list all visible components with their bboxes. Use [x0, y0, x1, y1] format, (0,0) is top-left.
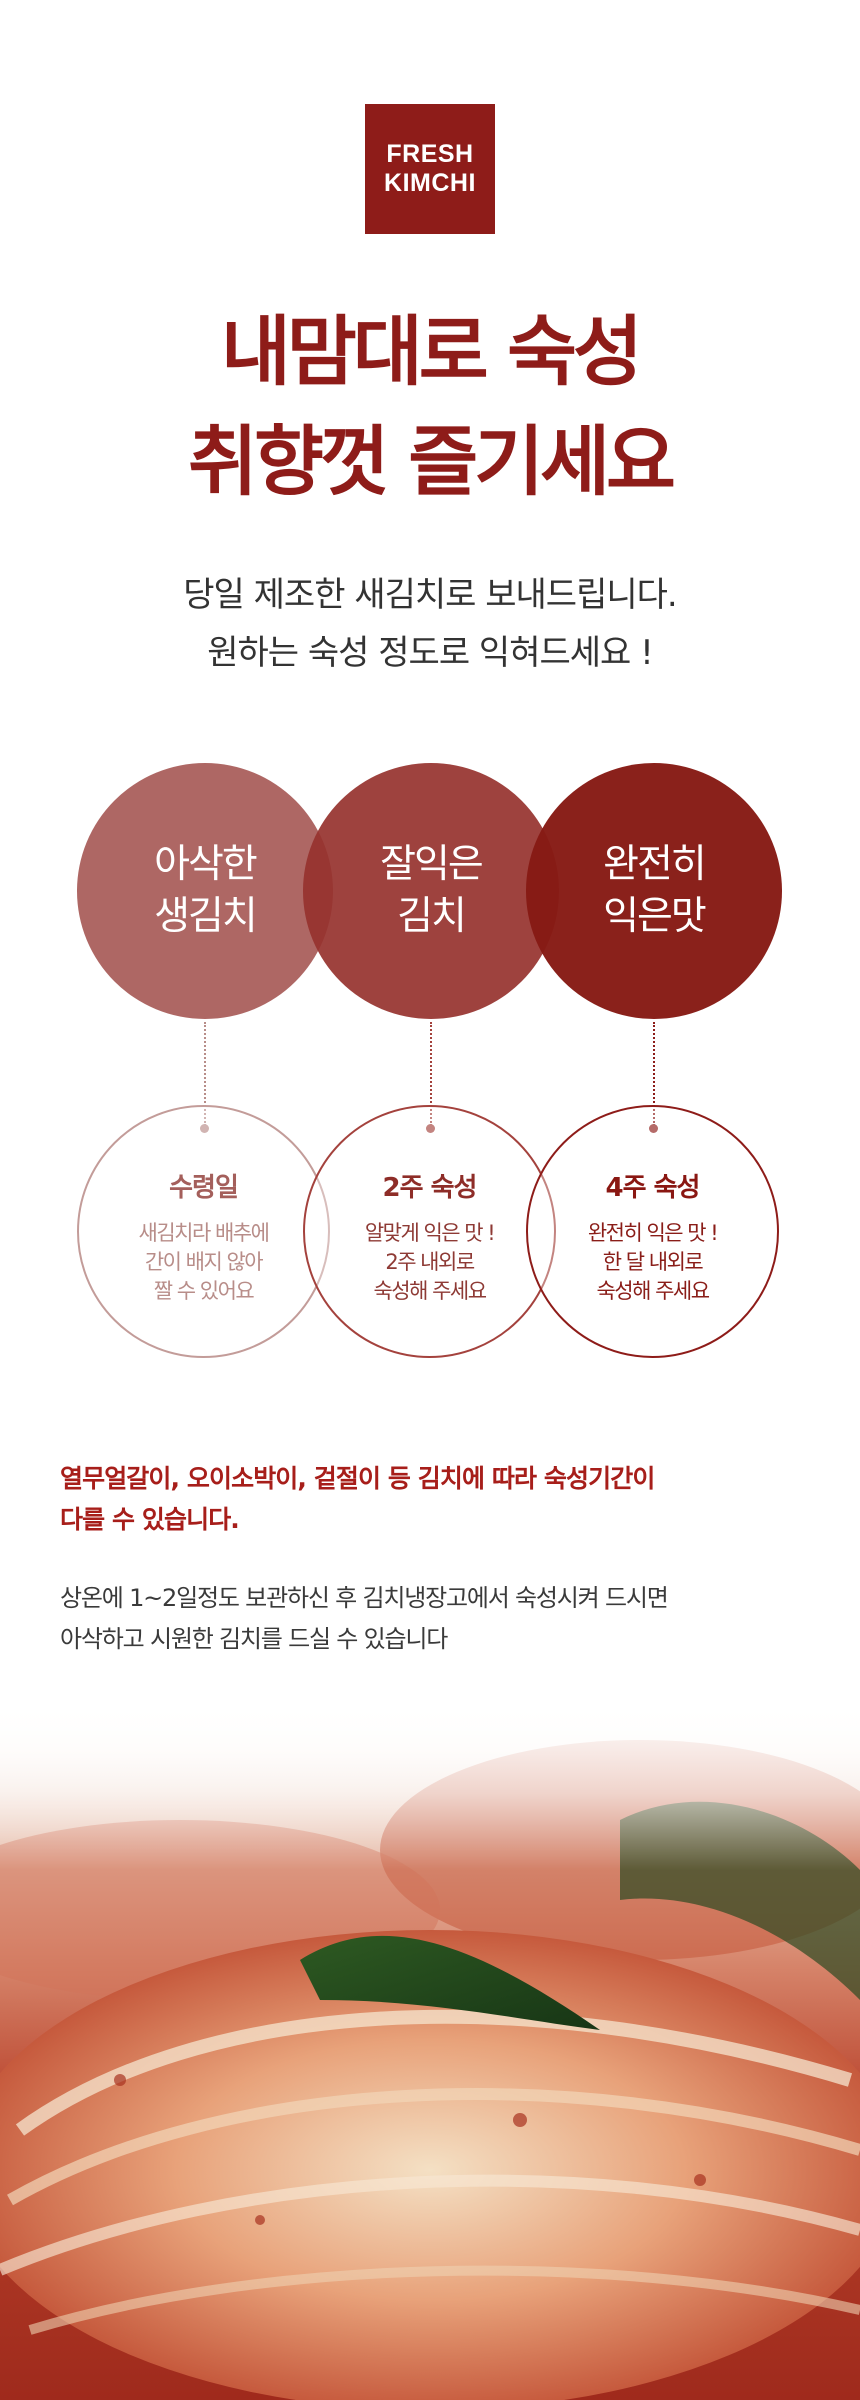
stage-detail-text: 새김치라 배추에 간이 배지 않아 짤 수 있어요 — [79, 1219, 328, 1306]
photo-top-fade — [0, 1700, 860, 1870]
stage-bubble-label: 익은맛 — [603, 894, 707, 939]
stage-detail-line: 새김치라 배추에 — [138, 1221, 270, 1245]
stage-detail-line: 숙성해 주세요 — [596, 1279, 710, 1303]
stage-bubble-fully-ripe: 완전히 익은맛 — [526, 763, 782, 1019]
kimchi-photo — [0, 1700, 860, 2400]
notice-line: 열무얼갈이, 오이소박이, 겉절이 등 김치에 따라 숙성기간이 — [60, 1464, 655, 1493]
stage-bubble-label: 김치 — [397, 894, 467, 939]
storage-instructions: 상온에 1~2일정도 보관하신 후 김치냉장고에서 숙성시켜 드시면 아삭하고 … — [60, 1578, 820, 1660]
instruction-line: 상온에 1~2일정도 보관하신 후 김치냉장고에서 숙성시켜 드시면 — [60, 1584, 669, 1612]
stage-detail-2-weeks: 2주 숙성 알맞게 익은 맛 ! 2주 내외로 숙성해 주세요 — [303, 1105, 556, 1358]
stage-detail-fresh: 수령일 새김치라 배추에 간이 배지 않아 짤 수 있어요 — [77, 1105, 330, 1358]
stage-detail-title: 2주 숙성 — [382, 1173, 478, 1203]
ripening-notice: 열무얼갈이, 오이소박이, 겉절이 등 김치에 따라 숙성기간이 다를 수 있습… — [60, 1458, 820, 1540]
stage-detail-line: 2주 내외로 — [385, 1250, 475, 1274]
notice-line: 다를 수 있습니다. — [60, 1505, 240, 1534]
stage-detail-4-weeks: 4주 숙성 완전히 익은 맛 ! 한 달 내외로 숙성해 주세요 — [526, 1105, 779, 1358]
stage-bubble-label: 아삭한 — [154, 842, 258, 887]
fresh-kimchi-logo: FRESH KIMCHI — [365, 104, 495, 234]
instruction-line: 아삭하고 시원한 김치를 드실 수 있습니다 — [60, 1625, 448, 1653]
stage-detail-title: 수령일 — [169, 1173, 239, 1203]
headline-line-1: 내맘대로 숙성 — [221, 307, 643, 396]
headline-line-2: 취향껏 즐기세요 — [188, 417, 676, 506]
subtitle-line-2: 원하는 숙성 정도로 익혀드세요 ! — [207, 633, 654, 673]
logo-line-2: KIMCHI — [384, 169, 476, 197]
stage-detail-title: 4주 숙성 — [605, 1173, 701, 1203]
stage-bubble-fresh: 아삭한 생김치 — [77, 763, 333, 1019]
stage-detail-text: 완전히 익은 맛 ! 한 달 내외로 숙성해 주세요 — [528, 1219, 777, 1306]
stage-detail-line: 짤 수 있어요 — [153, 1279, 255, 1303]
stage-detail-text: 알맞게 익은 맛 ! 2주 내외로 숙성해 주세요 — [305, 1219, 554, 1306]
connector-line — [204, 1022, 206, 1126]
stage-bubble-label: 잘익은 — [380, 842, 484, 887]
subtitle-line-1: 당일 제조한 새김치로 보내드립니다. — [183, 575, 677, 615]
stage-detail-line: 한 달 내외로 — [602, 1250, 704, 1274]
connector-line — [653, 1022, 655, 1126]
stage-bubble-label: 완전히 — [603, 842, 707, 887]
connector-line — [430, 1022, 432, 1126]
stage-detail-line: 간이 배지 않아 — [144, 1250, 264, 1274]
stage-bubble-label: 생김치 — [154, 894, 258, 939]
stage-detail-line: 완전히 익은 맛 ! — [587, 1221, 719, 1245]
stage-detail-line: 숙성해 주세요 — [373, 1279, 487, 1303]
stage-detail-line: 알맞게 익은 맛 ! — [364, 1221, 496, 1245]
logo-line-1: FRESH — [386, 140, 474, 168]
stage-bubble-ripe: 잘익은 김치 — [303, 763, 559, 1019]
